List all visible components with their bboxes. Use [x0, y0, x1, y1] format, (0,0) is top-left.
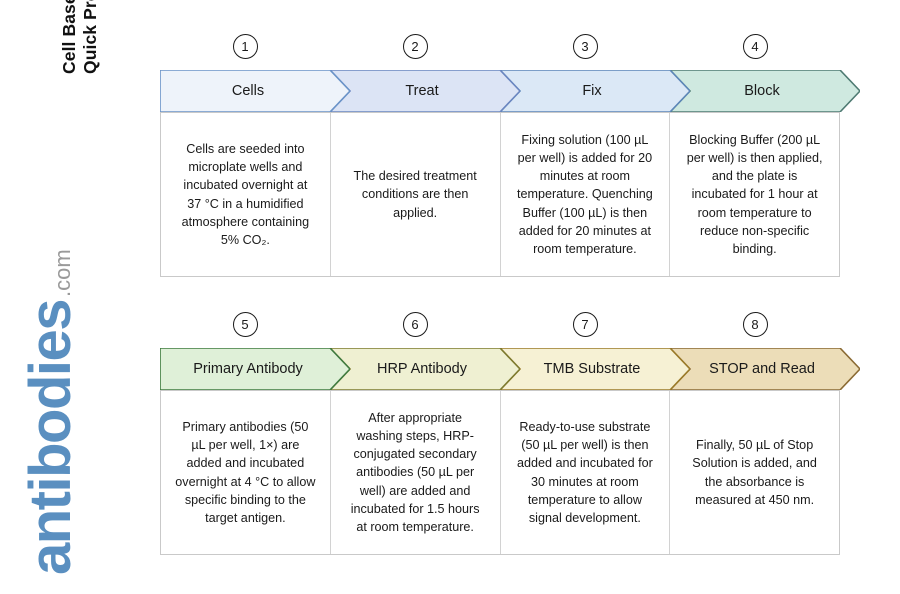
chevron-label: Cells — [231, 83, 265, 99]
description-text: After appropriate washing steps, HRP-con… — [350, 411, 480, 534]
chevron-shape-icon — [670, 70, 860, 112]
description-box-step-5: Primary antibodies (50 µL per well, 1×) … — [161, 391, 331, 554]
chevron-label: Block — [744, 83, 780, 99]
chevron-shape-icon — [500, 348, 690, 390]
chevron-label: Fix — [582, 83, 602, 99]
chevron-band-row-2: Primary Antibody HRP Antibody TMB Substrat… — [160, 348, 860, 390]
step-number-4: 4 — [742, 34, 768, 59]
description-boxes-row-1: Cells are seeded into microplate wells a… — [160, 112, 840, 277]
description-text: Primary antibodies (50 µL per well, 1×) … — [175, 420, 316, 525]
chevron-shape-icon — [500, 70, 690, 112]
chevron-label: HRP Antibody — [376, 361, 467, 377]
chevron-step-7[interactable]: TMB Substrate — [500, 348, 690, 390]
step-number-2: 2 — [402, 34, 428, 59]
description-text: Finally, 50 µL of Stop Solution is added… — [692, 438, 817, 507]
description-box-step-8: Finally, 50 µL of Stop Solution is added… — [670, 391, 839, 554]
chevron-shape-icon — [670, 348, 860, 390]
protocol-row-1: 1 2 3 4 Cells Treat Fix Block Cells are seeded… — [160, 34, 860, 277]
step-number-3: 3 — [572, 34, 598, 59]
description-box-step-3: Fixing solution (100 µL per well) is add… — [501, 113, 671, 276]
step-number-8: 8 — [742, 312, 768, 337]
protocol-row-2: 5 6 7 8 Primary Antibody HRP Antibody TMB Sub… — [160, 312, 860, 555]
step-number-6: 6 — [402, 312, 428, 337]
chevron-shape-icon — [160, 70, 350, 112]
chevron-step-4[interactable]: Block — [670, 70, 860, 112]
chevron-shape-icon — [330, 70, 520, 112]
description-boxes-row-2: Primary antibodies (50 µL per well, 1×) … — [160, 390, 840, 555]
chevron-label: Treat — [405, 83, 439, 99]
description-box-step-2: The desired treatment conditions are the… — [331, 113, 501, 276]
description-box-step-7: Ready-to-use substrate (50 µL per well) … — [501, 391, 671, 554]
logo-tld: .com — [50, 249, 75, 297]
description-text: Ready-to-use substrate (50 µL per well) … — [516, 420, 653, 525]
chevron-step-6[interactable]: HRP Antibody — [330, 348, 520, 390]
description-box-step-1: Cells are seeded into microplate wells a… — [161, 113, 331, 276]
chevron-shape-icon — [160, 348, 350, 390]
step-numbers-row-2: 5 6 7 8 — [160, 312, 840, 348]
description-text: Blocking Buffer (200 µL per well) is the… — [686, 133, 823, 256]
description-box-step-4: Blocking Buffer (200 µL per well) is the… — [670, 113, 839, 276]
chevron-step-1[interactable]: Cells — [160, 70, 350, 112]
chevron-step-2[interactable]: Treat — [330, 70, 520, 112]
description-box-step-6: After appropriate washing steps, HRP-con… — [331, 391, 501, 554]
chevron-label: TMB Substrate — [543, 361, 641, 377]
step-numbers-row-1: 1 2 3 4 — [160, 34, 840, 70]
chevron-step-8[interactable]: STOP and Read — [670, 348, 860, 390]
description-text: Cells are seeded into microplate wells a… — [181, 142, 310, 247]
logo-wordmark: antibodies — [18, 299, 83, 575]
chevron-label: STOP and Read — [709, 361, 815, 377]
chevron-label: Primary Antibody — [193, 361, 303, 377]
antibodies-logo: antibodies .com — [18, 249, 102, 575]
step-number-5: 5 — [232, 312, 258, 337]
description-text: Fixing solution (100 µL per well) is add… — [516, 133, 653, 256]
description-text: The desired treatment conditions are the… — [353, 169, 477, 220]
step-number-7: 7 — [572, 312, 598, 337]
chevron-step-5[interactable]: Primary Antibody — [160, 348, 350, 390]
chevron-step-3[interactable]: Fix — [500, 70, 690, 112]
chevron-shape-icon — [330, 348, 520, 390]
chevron-band-row-1: Cells Treat Fix Block — [160, 70, 860, 112]
step-number-1: 1 — [232, 34, 258, 59]
page-title: Cell Based ELISA Kits Quick Protocol — [58, 0, 100, 74]
